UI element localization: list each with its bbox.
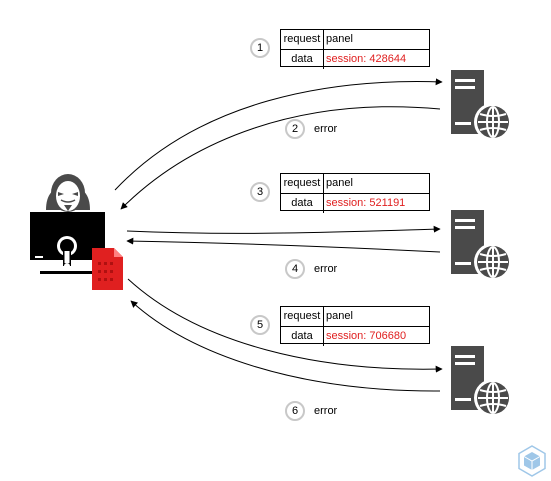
web-server-icon (450, 345, 513, 418)
arrow-request-3 (126, 225, 441, 234)
web-server-icon (450, 69, 513, 142)
arrow-response-6 (130, 300, 441, 392)
error-label-2: error (314, 123, 338, 135)
request-value: panel (326, 310, 353, 322)
request-value: panel (326, 33, 353, 45)
data-key: data (281, 327, 324, 346)
cube-logo-icon (518, 445, 546, 477)
request-key: request (281, 307, 324, 326)
request-value: panel (326, 177, 353, 189)
step-number-2: 2 (285, 119, 305, 139)
session-value: session: 428644 (326, 53, 407, 65)
hacker-computer-icon (30, 174, 105, 274)
session-value: session: 521191 (326, 197, 406, 209)
arrow-response-4 (126, 237, 441, 253)
data-key: data (281, 194, 324, 213)
step-number-4: 4 (285, 259, 305, 279)
error-label-6: error (314, 405, 338, 417)
web-server-icon (450, 209, 513, 282)
request-key: request (281, 174, 324, 193)
step-number-3: 3 (250, 182, 270, 202)
arrow-response-2 (120, 106, 441, 210)
arrow-request-5 (127, 278, 443, 373)
session-value: session: 706680 (326, 330, 407, 342)
step-number-6: 6 (285, 401, 305, 421)
data-key: data (281, 50, 324, 69)
arrow-request-1 (114, 78, 443, 191)
error-label-4: error (314, 263, 338, 275)
request-key: request (281, 30, 324, 49)
step-number-5: 5 (250, 315, 270, 335)
step-number-1: 1 (250, 38, 270, 58)
red-document-icon (92, 248, 123, 290)
